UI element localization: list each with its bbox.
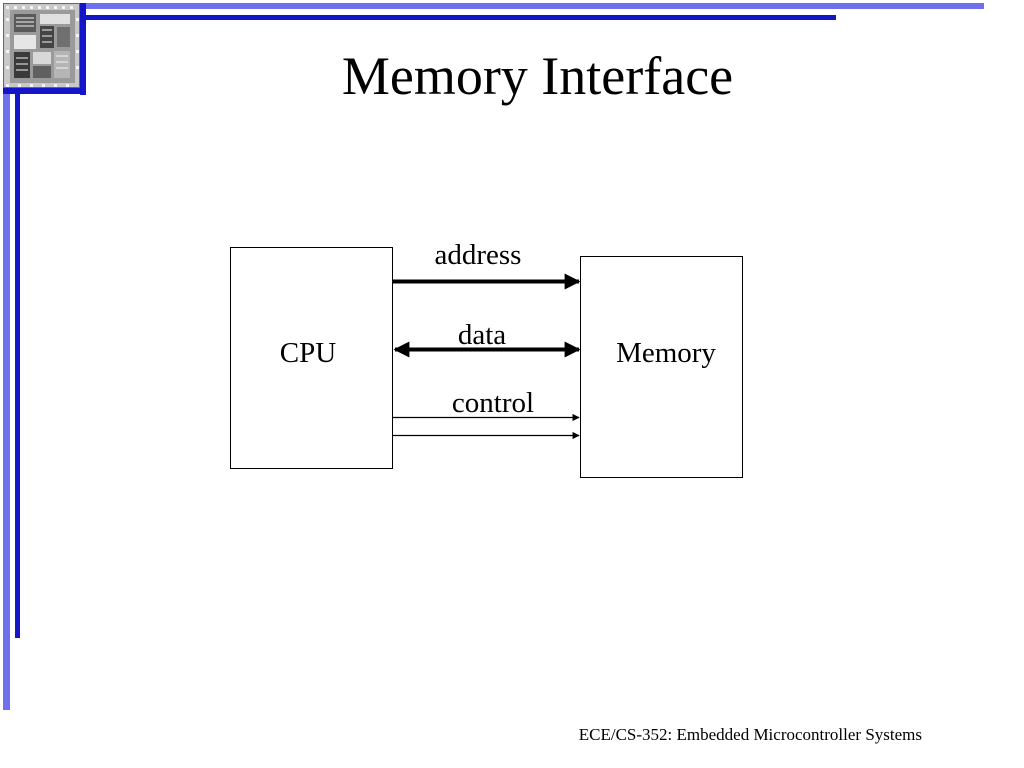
data-label: data [458, 319, 506, 351]
slide-footer: ECE/CS-352: Embedded Microcontroller Sys… [578, 725, 922, 744]
memory-label: Memory [616, 337, 716, 369]
slide-title: Memory Interface [341, 46, 734, 106]
address-label: address [435, 239, 522, 271]
cpu-block [230, 247, 393, 469]
logo-frame-right [80, 3, 86, 95]
chip-die-photo-icon [3, 3, 80, 88]
top-frame-bar-light [84, 3, 984, 9]
left-frame-bar-dark [15, 92, 20, 638]
control-label: control [452, 387, 534, 419]
top-frame-bar-dark [84, 15, 836, 20]
left-frame-bar-light [3, 88, 10, 710]
cpu-label: CPU [280, 337, 336, 369]
memory-block [580, 256, 743, 478]
logo-frame-bottom [3, 88, 86, 94]
